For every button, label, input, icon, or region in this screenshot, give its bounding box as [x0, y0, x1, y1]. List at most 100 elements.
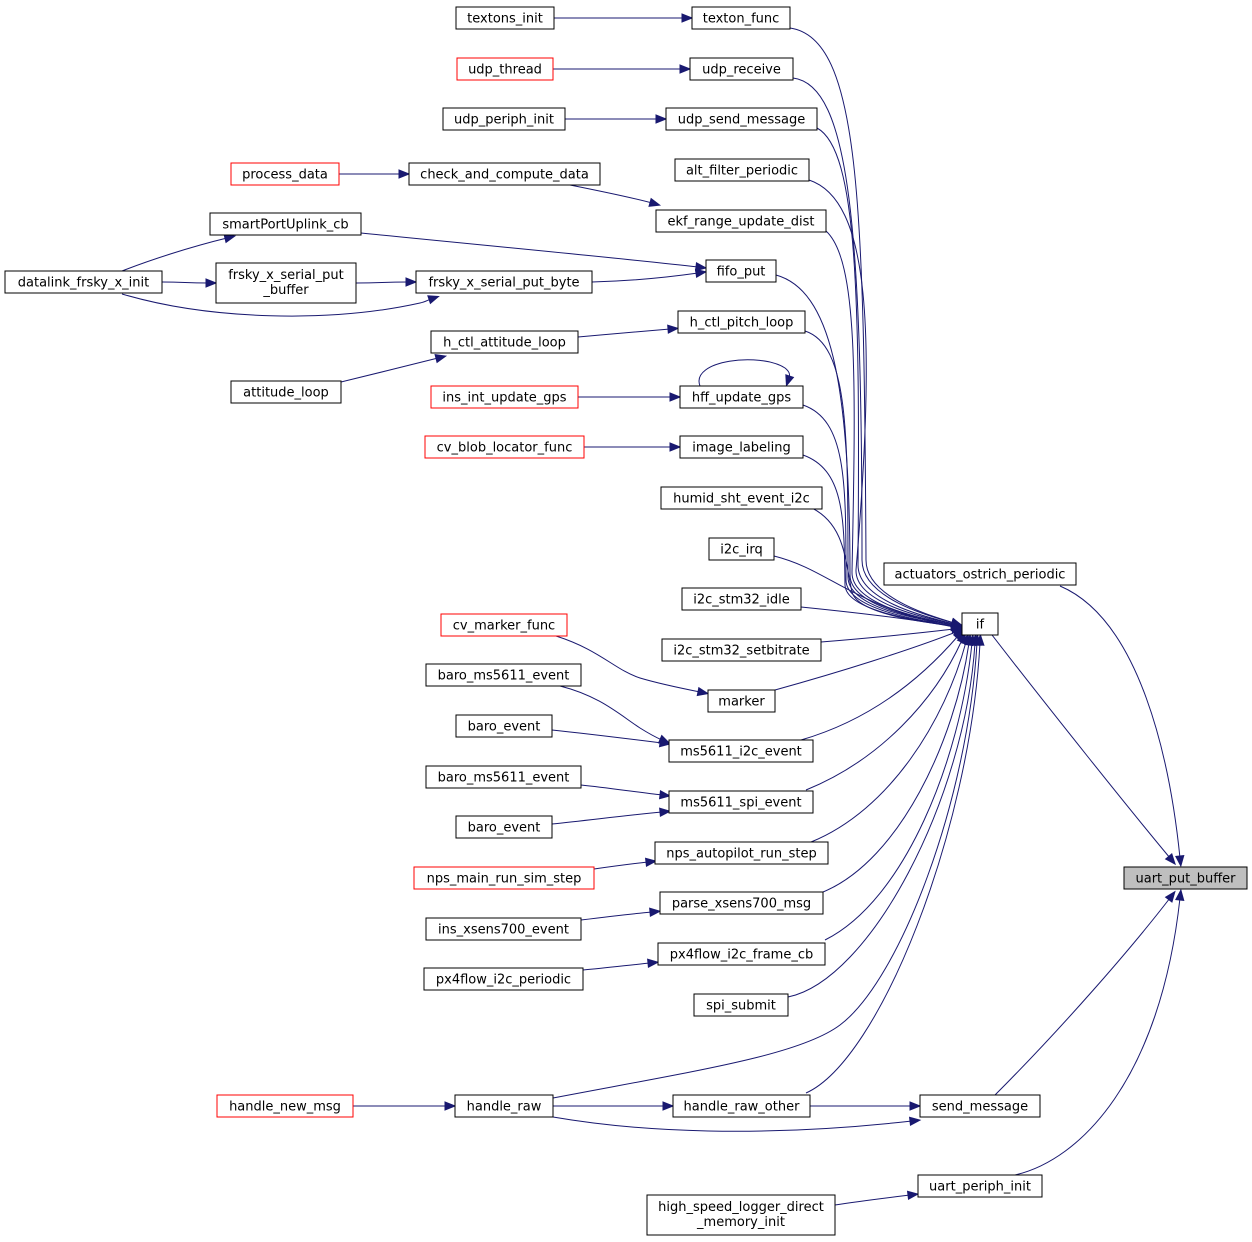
node-label: textons_init: [467, 12, 543, 27]
edge-smartPortUplink-cb-to-fifo-put-arrowhead: [694, 262, 708, 272]
edge-h-ctl-attitude-loop-to-h-ctl-pitch-loop-arrowhead: [667, 324, 680, 334]
node-ms5611-i2c-event[interactable]: ms5611_i2c_event: [668, 739, 814, 763]
node-humid-sht-event-i2c[interactable]: humid_sht_event_i2c: [660, 486, 823, 510]
edge-i2c-stm32-setbitrate-to-if: [820, 628, 955, 643]
node-process-data[interactable]: process_data: [230, 162, 340, 186]
node-send-message[interactable]: send_message: [919, 1094, 1041, 1118]
node-fifo-put[interactable]: fifo_put: [705, 259, 777, 283]
node-box: [430, 330, 579, 354]
node-uart-periph-init[interactable]: uart_periph_init: [917, 1174, 1043, 1198]
node-baro-event-1[interactable]: baro_event: [455, 714, 553, 738]
node-textons-init[interactable]: textons_init: [455, 6, 555, 30]
node-h-ctl-pitch-loop[interactable]: h_ctl_pitch_loop: [677, 310, 806, 334]
node-box: [917, 1174, 1043, 1198]
node-alt-filter-periodic[interactable]: alt_filter_periodic: [674, 158, 810, 182]
edge-send-message-to-uart-put-buffer: [994, 897, 1171, 1096]
node-box: [679, 435, 804, 459]
node-baro-event-2[interactable]: baro_event: [455, 815, 553, 839]
node-nps-main-run-sim-step[interactable]: nps_main_run_sim_step: [413, 866, 595, 890]
node-handle-raw[interactable]: handle_raw: [454, 1094, 554, 1118]
node-label: frsky_x_serial_put: [228, 268, 344, 283]
node-attitude-loop[interactable]: attitude_loop: [230, 380, 342, 404]
edge-baro-event-2-to-ms5611-spi-event-arrowhead: [659, 807, 672, 817]
node-parse-xsens700-msg[interactable]: parse_xsens700_msg: [659, 891, 824, 915]
node-nps-autopilot-run-step[interactable]: nps_autopilot_run_step: [654, 841, 829, 865]
edge-hff-update-gps-to-hff-update-gps: [698, 359, 790, 387]
node-i2c-stm32-setbitrate[interactable]: i2c_stm32_setbitrate: [661, 638, 822, 662]
node-label: fifo_put: [717, 265, 766, 280]
node-h-ctl-attitude-loop[interactable]: h_ctl_attitude_loop: [430, 330, 579, 354]
node-label: h_ctl_pitch_loop: [690, 316, 794, 331]
node-box: [681, 587, 802, 611]
node-label: i2c_irq: [720, 543, 763, 558]
edge-if-to-uart-put-buffer: [991, 634, 1171, 859]
edge-px4flow-i2c-frame-cb-to-if: [824, 642, 973, 941]
node-handle-raw-other[interactable]: handle_raw_other: [672, 1094, 811, 1118]
node-udp-thread[interactable]: udp_thread: [456, 57, 554, 81]
node-texton-func[interactable]: texton_func: [691, 6, 791, 30]
node-check-and-compute-data[interactable]: check_and_compute_data: [408, 162, 601, 186]
node-box: [646, 1194, 836, 1236]
node-box: [209, 212, 362, 236]
node-box: [689, 57, 794, 81]
node-label: _buffer: [262, 283, 309, 298]
node-baro-ms5611-event-2[interactable]: baro_ms5611_event: [425, 765, 582, 789]
node-udp-receive[interactable]: udp_receive: [689, 57, 794, 81]
edge-ms5611-i2c-event-to-if-arrowhead: [952, 628, 965, 641]
node-box: [708, 537, 775, 561]
edge-check-and-compute-data-to-ekf-range-update-dist: [569, 184, 653, 204]
node-box: [883, 562, 1077, 586]
node-spi-submit[interactable]: spi_submit: [693, 993, 789, 1017]
node-box: [679, 385, 804, 409]
node-actuators-ostrich-periodic[interactable]: actuators_ostrich_periodic: [883, 562, 1077, 586]
node-i2c-stm32-idle[interactable]: i2c_stm32_idle: [681, 587, 802, 611]
node-udp-periph-init[interactable]: udp_periph_init: [442, 107, 566, 131]
edge-handle-new-msg-to-handle-raw-arrowhead: [444, 1101, 457, 1111]
node-ms5611-spi-event[interactable]: ms5611_spi_event: [668, 790, 814, 814]
node-hff-update-gps[interactable]: hff_update_gps: [679, 385, 804, 409]
node-image-labeling[interactable]: image_labeling: [679, 435, 804, 459]
node-udp-send-message[interactable]: udp_send_message: [665, 107, 818, 131]
node-box: [440, 613, 568, 637]
edge-datalink-frsky-x-init-to-smartPortUplink-cb: [121, 237, 228, 272]
edge-actuators-ostrich-periodic-to-uart-put-buffer-arrowhead: [1175, 855, 1185, 868]
node-frsky-x-serial-put-byte[interactable]: frsky_x_serial_put_byte: [415, 270, 593, 294]
node-label: baro_ms5611_event: [438, 669, 570, 684]
node-label: baro_ms5611_event: [438, 771, 570, 786]
node-cv-blob-locator-func[interactable]: cv_blob_locator_func: [424, 435, 585, 459]
edge-smartPortUplink-cb-to-fifo-put: [360, 232, 699, 268]
node-label: uart_periph_init: [929, 1180, 1031, 1195]
node-label: ms5611_spi_event: [680, 796, 801, 811]
edge-h-ctl-attitude-loop-to-h-ctl-pitch-loop: [577, 328, 671, 338]
node-label: if: [976, 618, 985, 633]
edge-ins-xsens700-event-to-parse-xsens700-msg-arrowhead: [649, 907, 662, 917]
node-ins-int-update-gps[interactable]: ins_int_update_gps: [430, 385, 579, 409]
edge-high-speed-logger-direct-memory-init-to-uart-periph-init: [834, 1194, 911, 1206]
node-datalink-frsky-x-init[interactable]: datalink_frsky_x_init: [4, 270, 163, 294]
edge-handle-raw-other-to-if-arrowhead: [975, 633, 985, 646]
node-px4flow-i2c-periodic[interactable]: px4flow_i2c_periodic: [423, 967, 584, 991]
node-uart-put-buffer[interactable]: uart_put_buffer: [1123, 866, 1248, 890]
node-box: [230, 380, 342, 404]
node-if[interactable]: if: [961, 612, 999, 636]
edge-marker-to-if: [774, 631, 957, 691]
node-marker[interactable]: marker: [707, 689, 776, 713]
node-frsky-x-serial-put-buffer[interactable]: frsky_x_serial_put_buffer: [215, 262, 357, 304]
node-label: hff_update_gps: [692, 391, 792, 406]
edge-frsky-x-serial-put-byte-to-fifo-put-arrowhead: [694, 268, 708, 279]
node-ekf-range-update-dist[interactable]: ekf_range_update_dist: [655, 209, 827, 233]
edge-datalink-frsky-x-init-to-frsky-x-serial-put-byte-arrowhead: [427, 295, 440, 305]
node-handle-new-msg[interactable]: handle_new_msg: [216, 1094, 354, 1118]
edge-high-speed-logger-direct-memory-init-to-uart-periph-init-arrowhead: [906, 1190, 920, 1201]
node-cv-marker-func[interactable]: cv_marker_func: [440, 613, 568, 637]
node-baro-ms5611-event-1[interactable]: baro_ms5611_event: [425, 663, 582, 687]
node-i2c-irq[interactable]: i2c_irq: [708, 537, 775, 561]
node-box: [705, 259, 777, 283]
node-px4flow-i2c-frame-cb[interactable]: px4flow_i2c_frame_cb: [657, 942, 826, 966]
node-ins-xsens700-event[interactable]: ins_xsens700_event: [425, 917, 582, 941]
edge-actuators-ostrich-periodic-to-uart-put-buffer: [1059, 585, 1181, 859]
node-label: process_data: [242, 168, 328, 183]
node-smartPortUplink-cb[interactable]: smartPortUplink_cb: [209, 212, 362, 236]
node-high-speed-logger-direct-memory-init[interactable]: high_speed_logger_direct_memory_init: [646, 1194, 836, 1236]
